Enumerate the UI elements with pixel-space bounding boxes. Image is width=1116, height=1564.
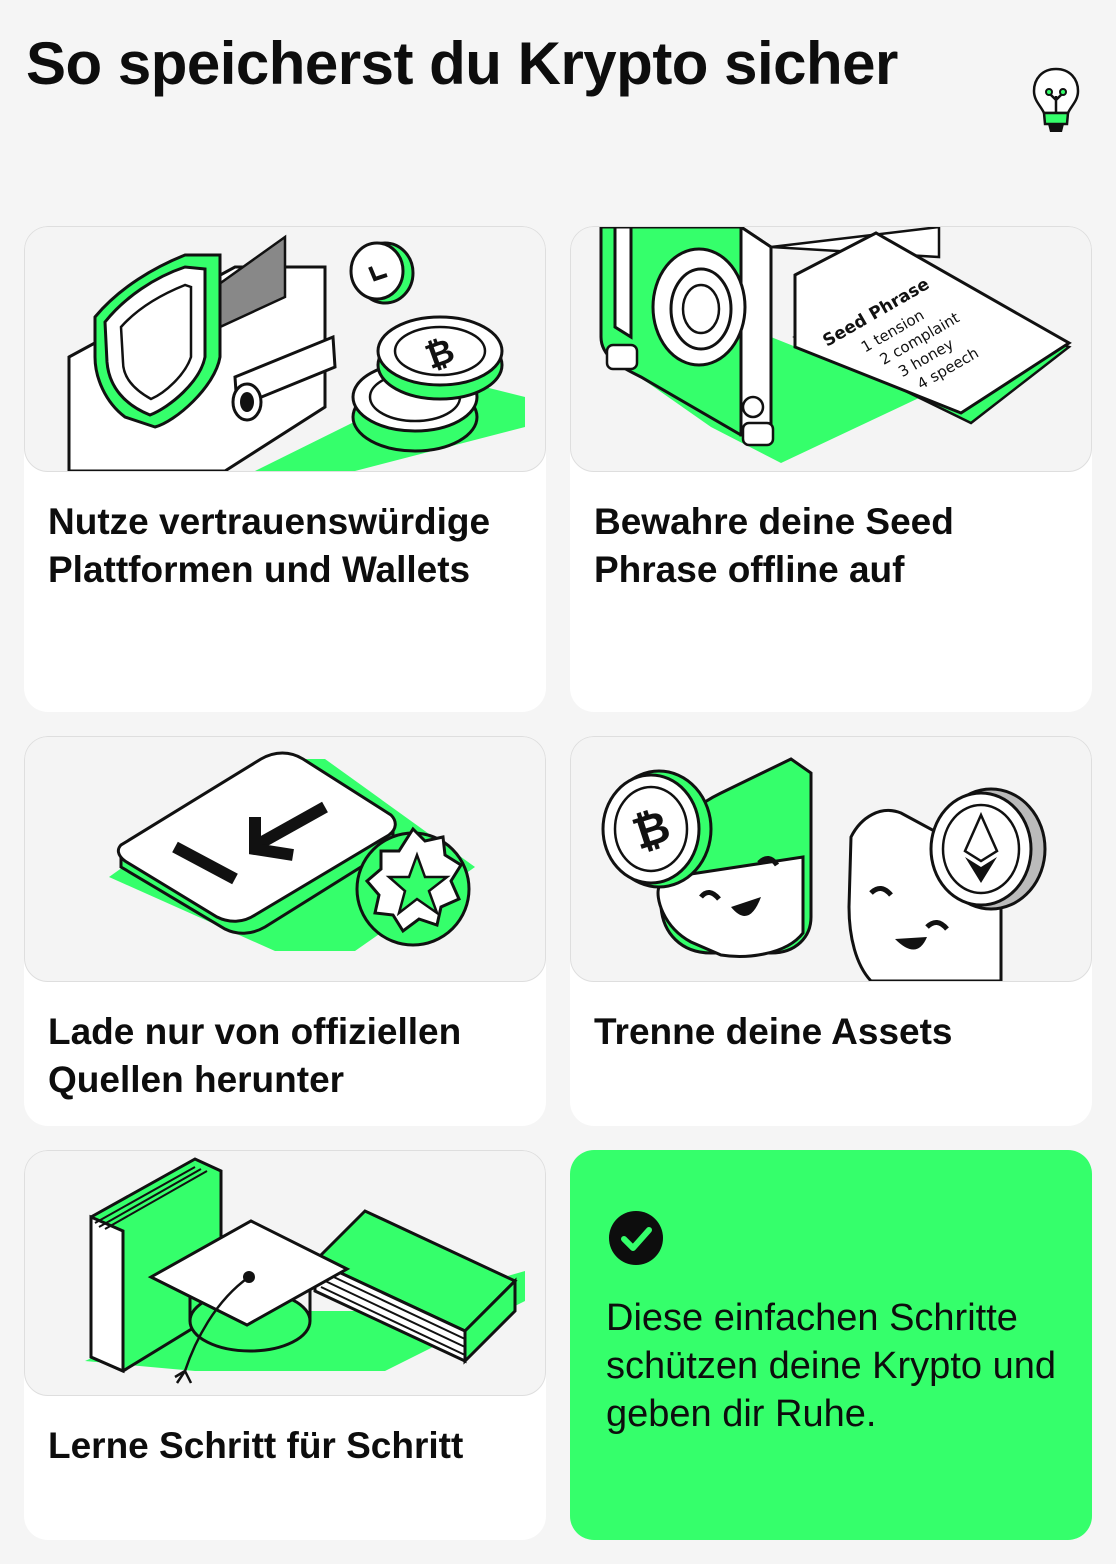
download-badge-illustration — [24, 736, 546, 982]
card-label: Lade nur von offiziellen Quellen herunte… — [48, 1011, 462, 1100]
page-title: So speicherst du Krypto sicher — [26, 30, 898, 97]
separate-assets-illustration: ₿ — [570, 736, 1092, 982]
safe-seed-phrase-illustration: Seed Phrase 1 tension 2 complaint 3 hone… — [570, 226, 1092, 472]
tip-card-trusted-platforms: ₿ Nutze vertrauenswürdige Plattformen un… — [24, 226, 546, 712]
card-label: Lerne Schritt für Schritt — [48, 1425, 464, 1466]
summary-text: Diese einfachen Schritte schützen deine … — [606, 1297, 1056, 1435]
summary-card: Diese einfachen Schritte schützen deine … — [570, 1150, 1092, 1540]
tip-card-seed-phrase-offline: Seed Phrase 1 tension 2 complaint 3 hone… — [570, 226, 1092, 712]
check-circle-icon — [609, 1211, 663, 1265]
books-graduation-cap-illustration — [24, 1150, 546, 1396]
wallet-shield-coins-illustration: ₿ — [24, 226, 546, 472]
card-label: Trenne deine Assets — [594, 1011, 953, 1052]
card-label: Nutze vertrauenswürdige Plattformen und … — [48, 501, 491, 590]
tip-card-separate-assets: ₿ Trenne deine Assets — [570, 736, 1092, 1126]
tip-card-official-sources: Lade nur von offiziellen Quellen herunte… — [24, 736, 546, 1126]
lightbulb-icon — [1032, 67, 1080, 132]
card-label: Bewahre deine Seed Phrase offline auf — [594, 501, 954, 590]
tip-card-learn-step-by-step: Lerne Schritt für Schritt — [24, 1150, 546, 1540]
